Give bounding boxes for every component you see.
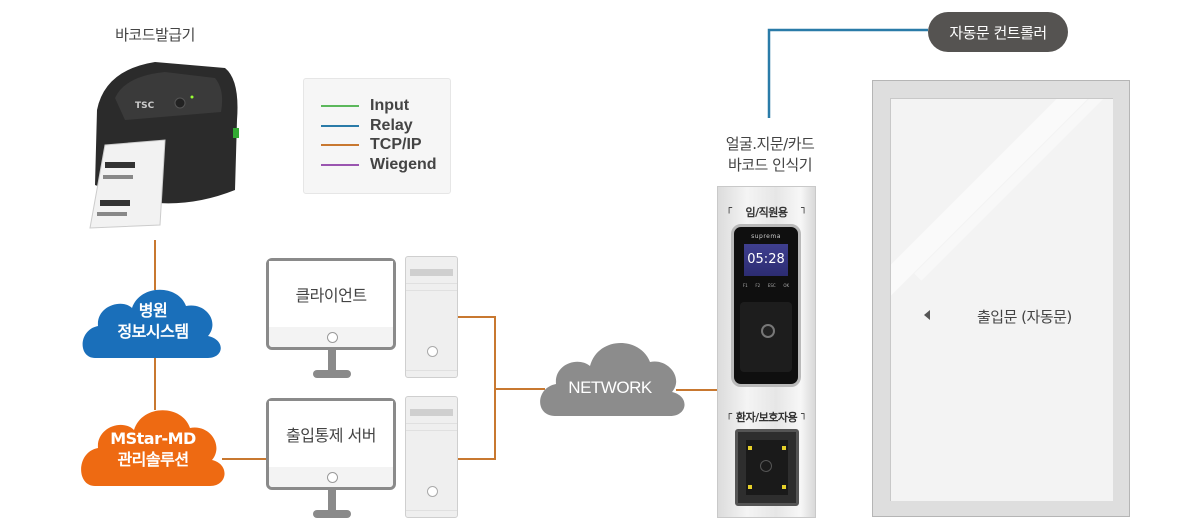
reader-caption-line1: 얼굴.지문/카드 xyxy=(725,135,815,153)
hospital-cloud-shape xyxy=(82,289,221,358)
reader-keys: F1 F2 ESC OK xyxy=(742,283,790,288)
server-label: 출입통제 서버 xyxy=(269,401,393,470)
reader-caption: 얼굴.지문/카드 바코드 인식기 xyxy=(700,134,840,176)
mstar-cloud-shape xyxy=(81,410,225,486)
mstar-cloud-label: MStar-MD 관리솔루션 xyxy=(88,428,218,470)
legend-swatch-relay xyxy=(321,125,359,127)
barcode-printer-icon: TSC xyxy=(89,62,239,229)
door-glass: 출입문 (자동문) xyxy=(890,98,1113,501)
legend-label-relay: Relay xyxy=(370,117,413,134)
fingerprint-sensor-icon xyxy=(740,302,792,372)
legend-label-input: Input xyxy=(370,97,410,114)
network-cloud-label: NETWORK xyxy=(568,378,652,397)
reader-screen: 05:28 xyxy=(744,244,788,276)
network-cloud-shape xyxy=(540,342,685,416)
hospital-cloud-label: 병원 정보시스템 xyxy=(88,300,218,342)
legend-swatch-wiegend xyxy=(321,164,359,166)
client-monitor-stand xyxy=(328,350,336,370)
automatic-door: 출입문 (자동문) xyxy=(872,80,1130,517)
mstar-cloud-line1: MStar-MD xyxy=(110,429,196,448)
server-monitor-foot xyxy=(313,510,351,518)
legend-label-tcpip: TCP/IP xyxy=(370,136,422,153)
barcode-scanner-icon xyxy=(735,429,799,506)
server-monitor: 출입통제 서버 xyxy=(266,398,396,490)
hospital-cloud-line1: 병원 xyxy=(138,301,168,320)
server-monitor-stand xyxy=(328,490,336,510)
reader-brand: suprema xyxy=(751,233,781,240)
face-fingerprint-reader-icon: suprema 05:28 F1 F2 ESC OK xyxy=(731,224,801,387)
legend-item-wiegend: Wiegend xyxy=(321,156,437,174)
patient-label: 환자/보호자용 xyxy=(735,411,798,424)
legend-swatch-tcpip xyxy=(321,144,359,146)
tcpip-line-client-network xyxy=(458,316,496,460)
printer-label: 바코드발급기 xyxy=(115,26,195,44)
client-label: 클라이언트 xyxy=(269,261,393,330)
monitor-button-icon xyxy=(327,332,338,343)
door-controller-badge: 자동문 컨트롤러 xyxy=(928,12,1068,52)
client-monitor-foot xyxy=(313,370,351,378)
client-monitor: 클라이언트 xyxy=(266,258,396,350)
legend-swatch-input xyxy=(321,105,359,107)
door-arrow-left-icon xyxy=(924,310,930,320)
relay-line-reader-controller xyxy=(767,28,928,118)
staff-label: 임/직원용 xyxy=(745,206,789,219)
hospital-cloud-line2: 정보시스템 xyxy=(117,322,189,341)
server-tower-icon xyxy=(405,396,458,518)
door-label: 출입문 (자동문) xyxy=(977,308,1072,326)
client-tower-icon xyxy=(405,256,458,378)
legend-item-relay: Relay xyxy=(321,117,413,135)
legend: Input Relay TCP/IP Wiegend xyxy=(303,78,451,194)
printer-brand-text: TSC xyxy=(135,101,155,111)
reader-time: 05:28 xyxy=(747,252,785,267)
legend-label-wiegend: Wiegend xyxy=(370,156,437,173)
reader-panel: ┌ ┐ 임/직원용 suprema 05:28 F1 F2 ESC OK ┌ ┐… xyxy=(717,186,816,518)
legend-item-input: Input xyxy=(321,97,409,115)
legend-item-tcpip: TCP/IP xyxy=(321,136,422,154)
mstar-cloud-line2: 관리솔루션 xyxy=(117,450,189,469)
reader-caption-line2: 바코드 인식기 xyxy=(727,156,813,174)
monitor-button-icon xyxy=(327,472,338,483)
